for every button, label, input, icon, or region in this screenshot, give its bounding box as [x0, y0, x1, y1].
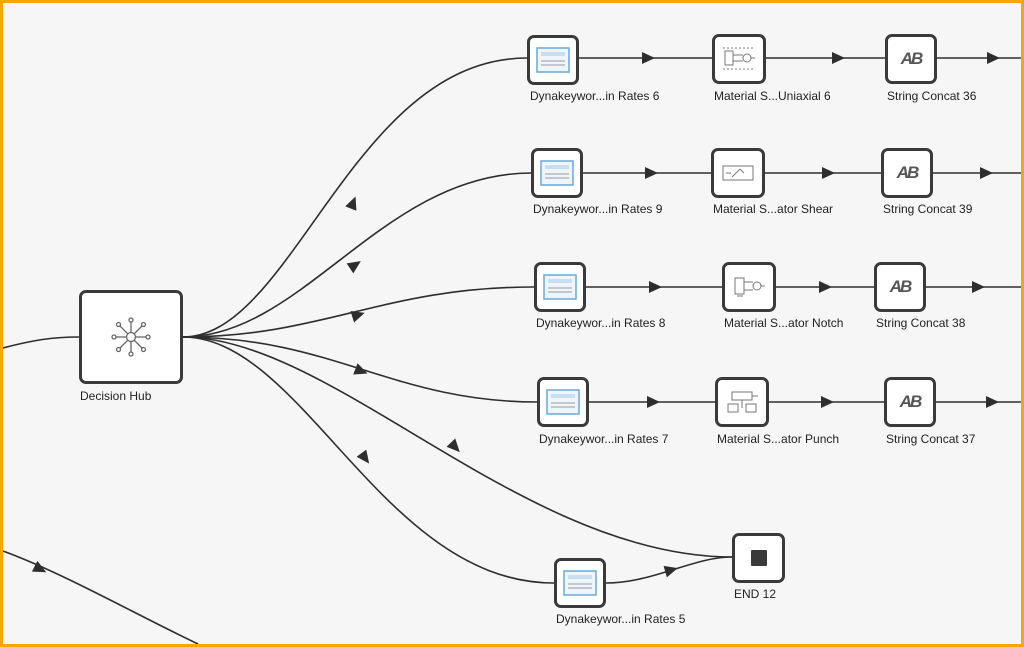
hub-icon — [111, 317, 151, 357]
string-concat-37-node[interactable]: AB — [884, 377, 936, 427]
string-concat-39-node[interactable]: AB — [881, 148, 933, 198]
material-uniaxial-node[interactable] — [712, 34, 766, 84]
dynakeyword-rates-5-node[interactable] — [554, 558, 606, 608]
dynakeyword-rates-6-label: Dynakeywor...in Rates 6 — [530, 89, 660, 103]
ab-icon: AB — [896, 163, 920, 182]
edge-hub-end-arrow — [446, 438, 460, 453]
material-shear-node[interactable] — [711, 148, 765, 198]
edge-hub-r5-arrow — [356, 449, 370, 464]
edge-r8-m-arrow — [649, 281, 662, 293]
edge-m-s37-arrow — [821, 396, 834, 408]
dynakeyword-rates-9-label: Dynakeywor...in Rates 9 — [533, 202, 663, 216]
string-concat-39-label: String Concat 39 — [883, 202, 973, 216]
edge-s38-out-arrow — [972, 281, 985, 293]
ab-icon: AB — [900, 49, 924, 68]
string-concat-38-label: String Concat 38 — [876, 316, 966, 330]
edge-r6-m-arrow — [642, 52, 655, 64]
edge-layer — [3, 52, 1021, 644]
circuit-schematic-icon — [734, 277, 765, 297]
dynakeyword-rates-7-node[interactable] — [537, 377, 589, 427]
circuit-schematic-icon — [722, 165, 754, 181]
string-concat-36-node[interactable]: AB — [885, 34, 937, 84]
edge-left-in[interactable] — [3, 336, 80, 349]
dialog-window-icon — [536, 47, 570, 73]
edge-left-bottom-arrow — [31, 560, 47, 573]
edge-m-s39-arrow — [822, 167, 835, 179]
end-12-node[interactable] — [732, 533, 785, 583]
edge-hub-r9[interactable] — [182, 172, 532, 338]
edge-s36-out-arrow — [987, 52, 1000, 64]
stop-square-icon — [750, 550, 767, 566]
dialog-window-icon — [546, 389, 580, 415]
dynakeyword-rates-5-label: Dynakeywor...in Rates 5 — [556, 612, 686, 626]
edge-r5-end-arrow — [663, 565, 678, 578]
edge-hub-r9-arrow — [346, 261, 361, 274]
dialog-window-icon — [543, 274, 577, 300]
edge-m-s38-arrow — [819, 281, 832, 293]
dialog-window-icon — [540, 160, 574, 186]
circuit-schematic-icon — [723, 47, 755, 70]
material-punch-label: Material S...ator Punch — [717, 432, 840, 446]
dialog-window-icon — [563, 570, 597, 596]
edge-hub-r8-arrow — [350, 311, 365, 323]
dynakeyword-rates-9-node[interactable] — [531, 148, 583, 198]
edge-s39-out-arrow — [980, 167, 993, 179]
edge-r7-m-arrow — [647, 396, 660, 408]
material-notch-node[interactable] — [722, 262, 776, 312]
edge-s37-out-arrow — [986, 396, 999, 408]
edge-left-bottom[interactable] — [3, 550, 199, 644]
edge-hub-r7-arrow — [353, 363, 368, 375]
dynakeyword-rates-6-node[interactable] — [527, 35, 579, 85]
edge-hub-end[interactable] — [182, 336, 733, 558]
material-uniaxial-label: Material S...Uniaxial 6 — [714, 89, 831, 103]
material-notch-label: Material S...ator Notch — [724, 316, 844, 330]
edge-hub-r5[interactable] — [182, 336, 555, 584]
dynakeyword-rates-8-node[interactable] — [534, 262, 586, 312]
edge-hub-r6-arrow — [345, 196, 357, 211]
decision-hub-label: Decision Hub — [80, 389, 152, 403]
edge-hub-r8[interactable] — [182, 286, 535, 338]
edge-m-s36-arrow — [832, 52, 845, 64]
string-concat-36-label: String Concat 36 — [887, 89, 977, 103]
edge-hub-r6[interactable] — [182, 57, 528, 338]
end-12-label: END 12 — [734, 587, 777, 601]
decision-hub-node[interactable] — [79, 290, 183, 384]
edge-r9-m-arrow — [645, 167, 658, 179]
material-punch-node[interactable] — [715, 377, 769, 427]
workflow-canvas[interactable]: Decision Hub Dynakeywor...in Rates 6 Mat… — [3, 3, 1021, 644]
dynakeyword-rates-7-label: Dynakeywor...in Rates 7 — [539, 432, 669, 446]
dynakeyword-rates-8-label: Dynakeywor...in Rates 8 — [536, 316, 666, 330]
circuit-schematic-icon — [727, 391, 758, 413]
string-concat-38-node[interactable]: AB — [874, 262, 926, 312]
material-shear-label: Material S...ator Shear — [713, 202, 834, 216]
ab-icon: AB — [899, 392, 923, 411]
ab-icon: AB — [889, 277, 913, 296]
string-concat-37-label: String Concat 37 — [886, 432, 976, 446]
